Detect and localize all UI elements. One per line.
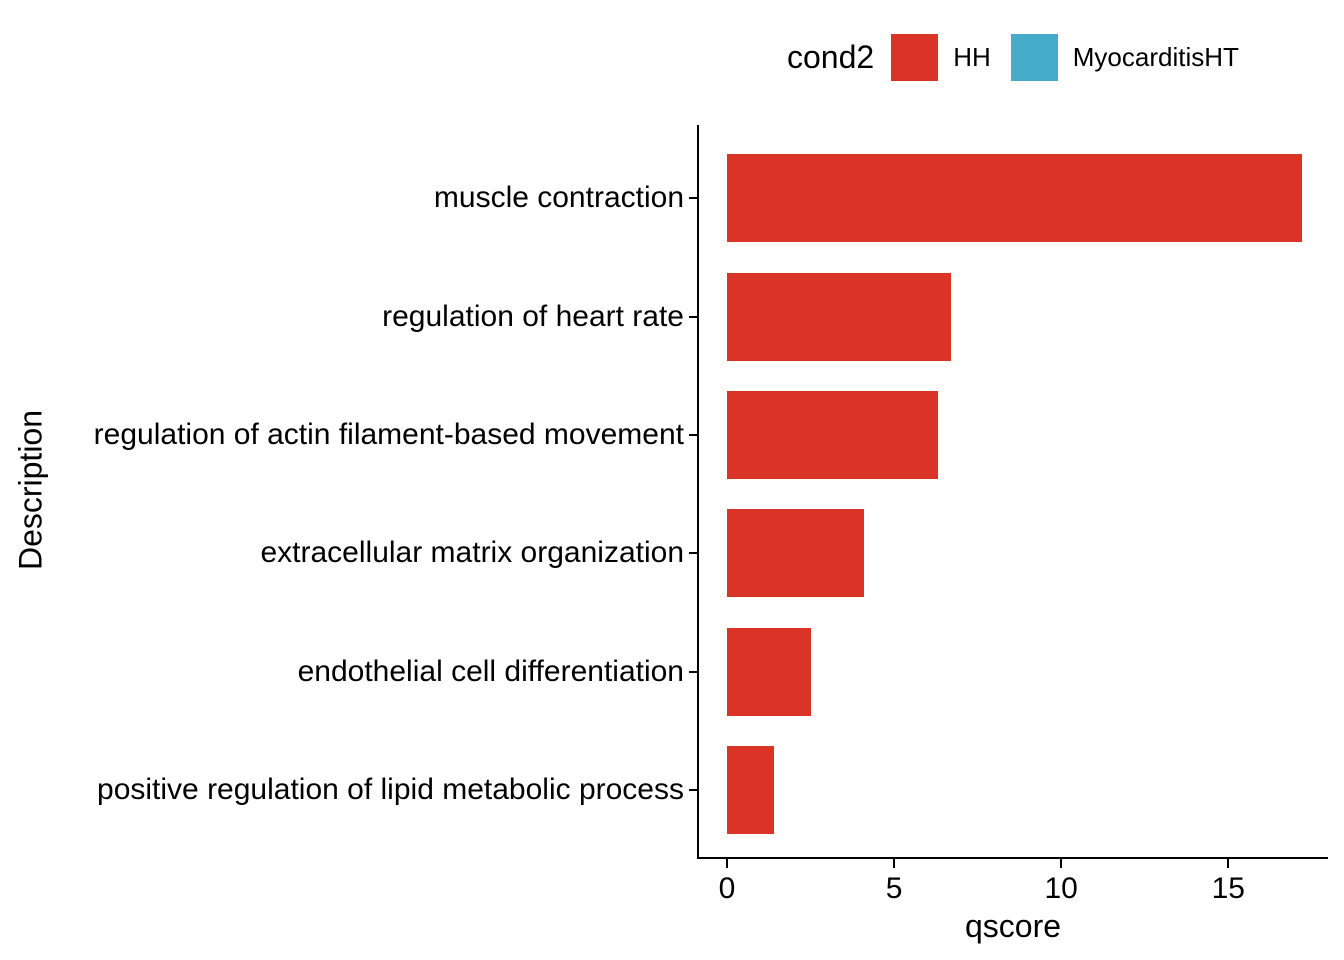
x-axis-tick	[893, 859, 896, 868]
legend-swatch-myocarditisht-icon	[1010, 33, 1058, 81]
x-axis-tick	[726, 859, 728, 868]
bar	[727, 154, 1302, 243]
bar	[727, 272, 951, 361]
category-label: positive regulation of lipid metabolic p…	[97, 772, 684, 806]
x-axis-tick-label: 10	[1044, 872, 1078, 905]
y-axis-tick	[689, 670, 698, 673]
x-axis-tick-label: 15	[1211, 872, 1245, 905]
category-label: muscle contraction	[433, 181, 684, 215]
legend-title: cond2	[787, 39, 875, 75]
y-axis-tick	[689, 433, 698, 436]
x-axis-tick-label: 0	[718, 872, 736, 905]
category-label: regulation of actin filament-based movem…	[93, 417, 684, 451]
bar	[727, 390, 938, 479]
x-axis-tick	[1227, 859, 1230, 868]
y-axis-tick	[689, 315, 698, 318]
legend-label-hh: HH	[953, 41, 991, 72]
bar	[727, 509, 864, 598]
y-axis-tick	[689, 788, 698, 791]
category-label: regulation of heart rate	[382, 299, 684, 333]
y-axis-tick	[689, 197, 698, 200]
legend: cond2 HH MyocarditisHT	[787, 31, 1239, 83]
y-axis-title: Description	[12, 409, 49, 571]
category-label: endothelial cell differentiation	[297, 654, 684, 688]
plot-panel	[697, 125, 1328, 859]
x-axis-tick-label: 5	[885, 872, 903, 905]
y-axis-tick	[689, 552, 698, 555]
bar	[727, 745, 774, 834]
bar	[727, 627, 811, 716]
category-label: extracellular matrix organization	[260, 536, 684, 570]
legend-swatch-hh-icon	[891, 33, 939, 81]
x-axis-title: qscore	[964, 908, 1062, 944]
x-axis-tick	[1060, 859, 1063, 868]
legend-label-myocarditisht: MyocarditisHT	[1072, 41, 1239, 72]
